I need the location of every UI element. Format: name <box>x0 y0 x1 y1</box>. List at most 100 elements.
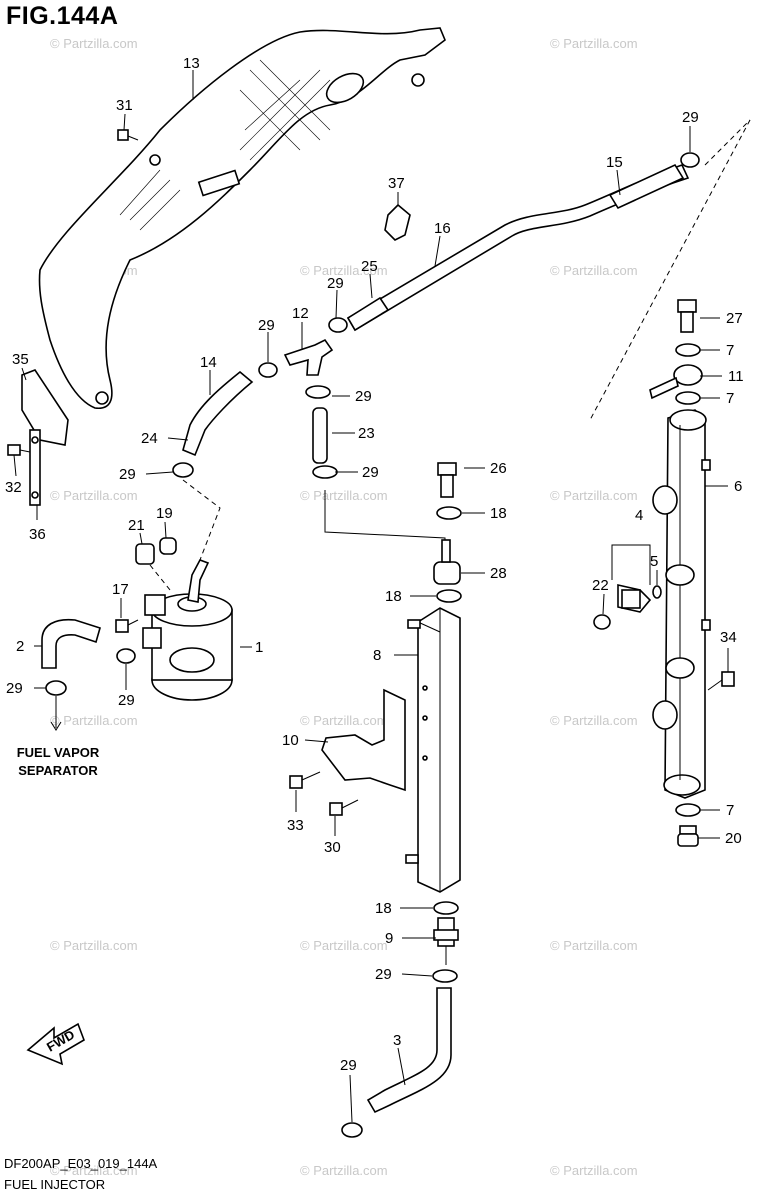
callout-18: 18 <box>385 588 402 605</box>
callout-15: 15 <box>606 154 623 171</box>
note-line-1: FUEL VAPOR <box>16 745 100 760</box>
part-bolt-30 <box>329 799 359 816</box>
callout-7: 7 <box>726 390 734 407</box>
callout-29: 29 <box>682 109 699 126</box>
part-seal-22 <box>593 614 611 630</box>
callout-27: 27 <box>726 310 743 327</box>
watermark: © Partzilla.com <box>50 488 138 503</box>
watermark: © Partzilla.com <box>300 1163 388 1178</box>
section-name: FUEL INJECTOR <box>4 1177 106 1192</box>
part-oring-5 <box>652 585 662 599</box>
callout-9: 9 <box>385 930 393 947</box>
part-grommet-19 <box>159 537 177 555</box>
model-code: DF200AP_E03_019_144A <box>4 1156 158 1171</box>
callout-3: 3 <box>393 1032 401 1049</box>
part-clip-37 <box>384 203 411 241</box>
callout-8: 8 <box>373 647 381 664</box>
watermark: © Partzilla.com <box>300 488 388 503</box>
part-bolt-31 <box>117 129 139 141</box>
callout-35: 35 <box>12 351 29 368</box>
fwd-arrow: FWD <box>26 1022 85 1066</box>
part-bolt-27 <box>677 299 697 333</box>
callout-10: 10 <box>282 732 299 749</box>
part-bolt-33 <box>289 771 321 789</box>
watermark: © Partzilla.com <box>50 36 138 51</box>
fuel-vapor-separator-note: FUEL VAPOR SEPARATOR <box>12 744 104 780</box>
callout-6: 6 <box>734 478 742 495</box>
callout-4: 4 <box>635 507 643 524</box>
part-clamps <box>45 152 700 1138</box>
part-plug-20 <box>677 825 699 847</box>
callout-29: 29 <box>340 1057 357 1074</box>
callout-2: 2 <box>16 638 24 655</box>
callout-32: 32 <box>5 479 22 496</box>
part-joint-12 <box>283 338 334 376</box>
part-separator-1 <box>142 559 233 701</box>
watermark: © Partzilla.com <box>50 1163 138 1178</box>
callout-14: 14 <box>200 354 217 371</box>
part-bolt-26 <box>437 462 457 498</box>
callout-12: 12 <box>292 305 309 322</box>
callout-29: 29 <box>258 317 275 334</box>
part-pipe-16 <box>346 163 690 332</box>
callout-29: 29 <box>6 680 23 697</box>
watermark: © Partzilla.com <box>550 938 638 953</box>
callout-25: 25 <box>361 258 378 275</box>
part-washer-7 <box>675 391 701 405</box>
part-cover <box>38 27 446 409</box>
callout-21: 21 <box>128 517 145 534</box>
watermark: © Partzilla.com <box>50 713 138 728</box>
callout-5: 5 <box>650 553 658 570</box>
callout-17: 17 <box>112 581 129 598</box>
callout-29: 29 <box>119 466 136 483</box>
callout-30: 30 <box>324 839 341 856</box>
part-washer-18 <box>436 589 462 603</box>
part-bolt-34 <box>707 671 735 691</box>
callout-29: 29 <box>362 464 379 481</box>
callout-26: 26 <box>490 460 507 477</box>
watermark: © Partzilla.com <box>550 36 638 51</box>
callout-18: 18 <box>490 505 507 522</box>
callout-numbers: 13 31 37 16 15 29 25 29 12 29 14 24 29 2… <box>5 55 744 1074</box>
watermark: © Partzilla.com <box>550 1163 638 1178</box>
part-union-11 <box>649 364 703 400</box>
callout-7: 7 <box>726 342 734 359</box>
part-grommet-21 <box>135 543 155 565</box>
callout-23: 23 <box>358 425 375 442</box>
part-fitting-9 <box>433 917 459 965</box>
callout-33: 33 <box>287 817 304 834</box>
watermark: © Partzilla.com <box>550 263 638 278</box>
part-fuel-pipe-8 <box>405 607 461 893</box>
callout-36: 36 <box>29 526 46 543</box>
watermark: © Partzilla.com <box>550 488 638 503</box>
part-bolt-17 <box>115 619 139 633</box>
callout-29: 29 <box>118 692 135 709</box>
watermark: © Partzilla.com <box>550 713 638 728</box>
callout-34: 34 <box>720 629 737 646</box>
part-bracket-35 <box>7 369 69 506</box>
callout-31: 31 <box>116 97 133 114</box>
callout-22: 22 <box>592 577 609 594</box>
watermark: © Partzilla.com <box>300 938 388 953</box>
callout-1: 1 <box>255 639 263 656</box>
part-hose-14 <box>182 370 254 457</box>
part-injector-4 <box>617 583 652 613</box>
callout-20: 20 <box>725 830 742 847</box>
callout-18: 18 <box>375 900 392 917</box>
part-washer-7 <box>675 803 701 817</box>
callout-16: 16 <box>434 220 451 237</box>
callout-7: 7 <box>726 802 734 819</box>
part-fitting-28 <box>433 539 461 585</box>
part-hose-3 <box>366 987 452 1114</box>
part-bracket-10 <box>321 685 428 792</box>
part-hose-2 <box>41 618 101 669</box>
note-line-2: SEPARATOR <box>18 763 98 778</box>
watermark: © Partzilla.com <box>300 713 388 728</box>
watermark: © Partzilla.com <box>300 263 388 278</box>
callout-29: 29 <box>355 388 372 405</box>
callout-24: 24 <box>141 430 158 447</box>
figure-title: FIG.144A <box>6 2 119 30</box>
callout-11: 11 <box>728 368 744 385</box>
